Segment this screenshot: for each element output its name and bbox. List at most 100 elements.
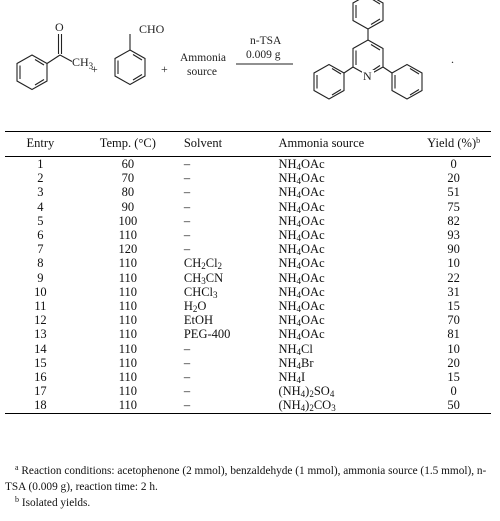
- cell-ammonia-source: NH4OAc: [278, 270, 325, 286]
- footnote-a: a Reaction conditions: acetophenone (2 m…: [5, 463, 491, 495]
- footnote-a-mark: a: [15, 463, 19, 472]
- header-yield-footnote-mark: b: [476, 136, 481, 145]
- cell-yield: 20: [447, 355, 460, 370]
- cell-entry: 8: [37, 256, 44, 271]
- cell-yield: 0: [450, 384, 457, 399]
- plus-sign-1: +: [91, 62, 98, 76]
- footnote-b-mark: b: [15, 495, 19, 504]
- benzaldehyde-structure: [114, 34, 146, 86]
- benzaldehyde-cho-label: CHO: [139, 22, 165, 36]
- cell-ammonia-source: NH4OAc: [278, 299, 325, 315]
- footnote-b: b Isolated yields.: [5, 495, 491, 511]
- cell-temp: 70: [121, 171, 135, 186]
- cell-entry: 10: [34, 284, 47, 299]
- cell-solvent: –: [183, 171, 191, 186]
- cell-solvent: –: [183, 199, 191, 214]
- cell-solvent: –: [183, 370, 191, 385]
- cell-yield: 50: [416, 398, 491, 414]
- cell-temp: 110: [118, 384, 137, 399]
- cell-ammonia-source: (NH4)2SO4: [278, 384, 335, 400]
- cell-temp: 90: [121, 199, 135, 214]
- cell-yield: 20: [447, 171, 460, 186]
- cell-solvent: CH2Cl2: [183, 256, 223, 272]
- cell-solvent: CHCl3: [183, 284, 218, 300]
- cell-ammonia-source: NH4OAc: [278, 284, 325, 300]
- cell-solvent: H2O: [183, 299, 207, 315]
- cell-entry: 6: [37, 228, 44, 243]
- cell-temp: 110: [118, 327, 137, 342]
- cell-yield: 93: [447, 228, 460, 243]
- footnote-b-text: Isolated yields.: [21, 497, 91, 509]
- cell-entry: 2: [37, 171, 44, 186]
- cell-yield: 82: [447, 213, 460, 228]
- catalyst-amount: 0.009 g: [246, 49, 281, 61]
- cell-entry: 9: [37, 270, 44, 285]
- cell-entry: 15: [34, 355, 47, 370]
- ammonia-label-line2: source: [187, 66, 217, 78]
- cell-temp: 110: [118, 299, 137, 314]
- cell-yield: 15: [447, 370, 460, 385]
- cell-entry: 4: [37, 199, 44, 214]
- cell-entry: 17: [34, 384, 47, 399]
- cell-temp: 60: [121, 157, 135, 171]
- cell-yield: 51: [447, 185, 460, 200]
- cell-temp: 110: [118, 270, 137, 285]
- ammonia-label-line1: Ammonia: [180, 52, 226, 64]
- cell-solvent: –: [183, 213, 191, 228]
- cell-solvent: –: [183, 355, 191, 370]
- footnote-a-text: Reaction conditions: acetophenone (2 mmo…: [5, 465, 487, 493]
- cell-entry: 12: [34, 313, 47, 328]
- header-ammonia-source: Ammonia source: [274, 131, 417, 157]
- cell-solvent: –: [183, 384, 191, 399]
- cell-ammonia-source: NH4OAc: [278, 256, 325, 272]
- cell-ammonia-source: NH4OAc: [278, 228, 325, 244]
- header-entry: Entry: [5, 131, 76, 157]
- cell-ammonia-source: NH4OAc: [278, 327, 325, 343]
- pyridine-nitrogen: N: [363, 69, 372, 83]
- results-table: Entry Temp. (°C) Solvent Ammonia source …: [5, 131, 491, 414]
- catalyst-label: n-TSA: [250, 35, 282, 47]
- cell-yield: 10: [447, 256, 460, 271]
- cell-entry: 5: [37, 213, 44, 228]
- scheme-period: .: [451, 52, 454, 66]
- cell-temp: 110: [118, 284, 137, 299]
- cell-entry: 1: [37, 157, 44, 171]
- cell-ammonia-source: (NH4)2CO3: [274, 398, 417, 414]
- cell-solvent: EtOH: [183, 313, 214, 328]
- cell-entry: 13: [34, 327, 47, 342]
- cell-ammonia-source: NH4OAc: [278, 185, 325, 201]
- cell-solvent: –: [183, 242, 191, 257]
- cell-yield: 70: [447, 313, 460, 328]
- cell-temp: 110: [118, 228, 137, 243]
- header-temp: Temp. (°C): [75, 131, 180, 157]
- cell-ammonia-source: NH4Br: [278, 355, 314, 371]
- cell-solvent: CH3CN: [183, 270, 224, 286]
- cell-entry: 14: [34, 341, 47, 356]
- triphenylpyridine-structure: [313, 0, 423, 100]
- cell-ammonia-source: NH4OAc: [278, 199, 325, 215]
- cell-solvent: –: [179, 398, 275, 414]
- cell-entry: 18: [5, 398, 76, 414]
- cell-ammonia-source: NH4OAc: [278, 313, 325, 329]
- table-row: 17 110 – (NH4)2SO4 0: [5, 384, 491, 400]
- cell-yield: 90: [447, 242, 460, 257]
- cell-solvent: –: [183, 341, 191, 356]
- cell-entry: 3: [37, 185, 44, 200]
- acetophenone-structure: [16, 34, 73, 91]
- plus-sign-2: +: [161, 62, 168, 76]
- header-yield-label: Yield (%): [427, 136, 477, 150]
